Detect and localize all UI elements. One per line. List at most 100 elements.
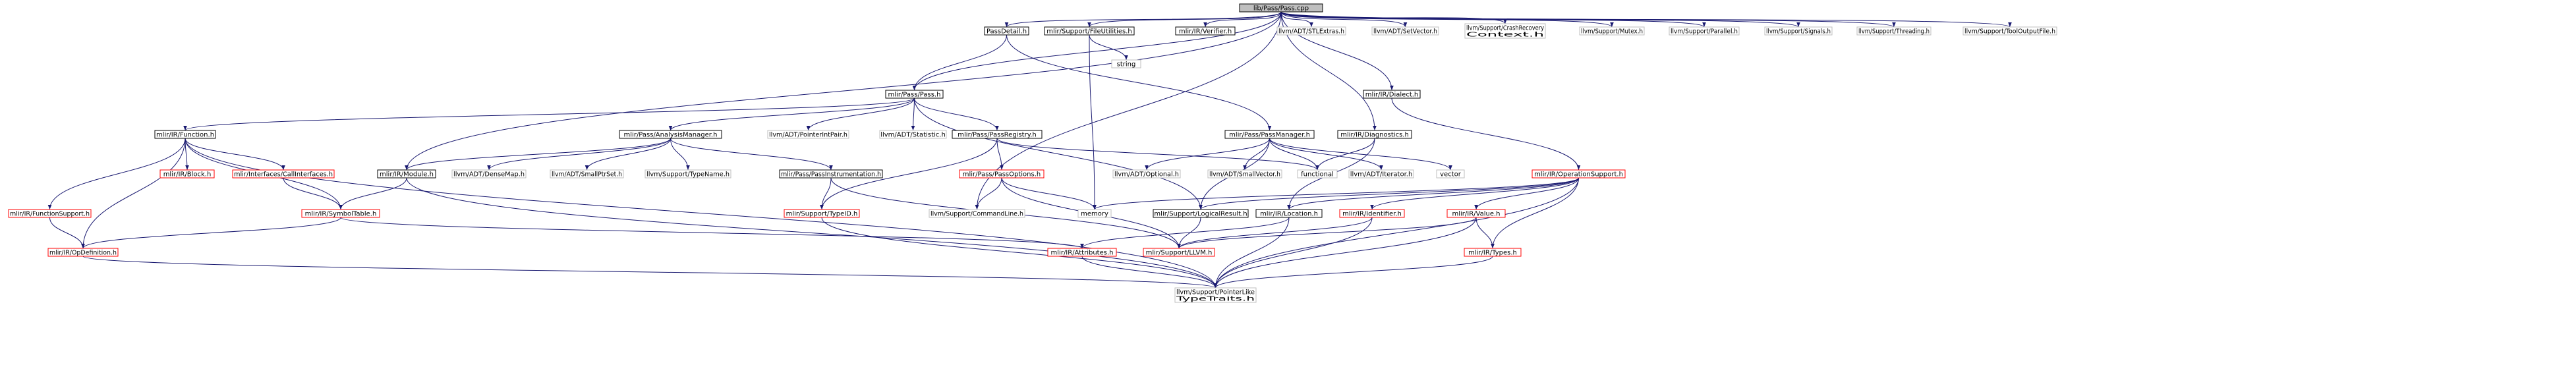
edge-module-to-symboltable — [339, 177, 407, 210]
node-box — [1175, 26, 1236, 36]
node-types[interactable]: mlir/IR/Types.h — [1464, 248, 1522, 257]
node-stlextras[interactable]: llvm/ADT/STLExtras.h — [1276, 26, 1346, 36]
edge-passmanager-to-optional — [1145, 138, 1270, 171]
node-box — [1297, 169, 1338, 179]
node-passregistry[interactable]: mlir/Pass/PassRegistry.h — [952, 130, 1043, 139]
node-function[interactable]: mlir/IR/Function.h — [154, 130, 216, 139]
node-passdetail[interactable]: PassDetail.h — [984, 26, 1029, 36]
edge-location-to-pointerliketypetraits — [1213, 217, 1290, 289]
edge-function-to-opdefinition — [81, 138, 186, 249]
edge-analysismanager-to-typename — [670, 138, 690, 171]
edge-passregistry-to-passoptions — [996, 138, 1004, 171]
node-label: llvm/ADT/SmallVector.h — [1209, 171, 1280, 179]
edge-passmanager-to-iterator — [1269, 138, 1383, 171]
edge-operationsupport-to-logicalresult — [1199, 177, 1579, 210]
edge-value-to-types — [1475, 217, 1495, 249]
node-typename[interactable]: llvm/Support/TypeName.h — [644, 169, 731, 179]
node-box — [47, 248, 119, 257]
node-logicalresult[interactable]: mlir/Support/LogicalResult.h — [1153, 209, 1249, 218]
node-dialect[interactable]: mlir/IR/Dialect.h — [1363, 90, 1421, 99]
node-passinstrumentation[interactable]: mlir/Pass/PassInstrumentation.h — [779, 169, 883, 179]
node-densemap[interactable]: llvm/ADT/DenseMap.h — [451, 169, 527, 179]
node-label: llvm/Support/TypeName.h — [646, 171, 730, 179]
node-diagnostics[interactable]: mlir/IR/Diagnostics.h — [1337, 130, 1412, 139]
node-module[interactable]: mlir/IR/Module.h — [377, 169, 436, 179]
node-symboltable[interactable]: mlir/IR/SymbolTable.h — [301, 209, 380, 218]
node-smallptrset[interactable]: llvm/ADT/SmallPtrSet.h — [550, 169, 624, 179]
edge-passh-to-passregistry — [914, 97, 999, 131]
node-passmanager[interactable]: mlir/Pass/PassManager.h — [1224, 130, 1315, 139]
node-attributes[interactable]: mlir/IR/Attributes.h — [1047, 248, 1117, 257]
node-label: mlir/Pass/PassOptions.h — [963, 171, 1041, 179]
node-iterator[interactable]: llvm/ADT/Iterator.h — [1348, 169, 1414, 179]
edge-symboltable-to-attributes — [340, 217, 1084, 249]
edge-attributes-to-pointerliketypetraits — [1081, 256, 1218, 289]
node-supportllvm[interactable]: mlir/Support/LLVM.h — [1143, 248, 1215, 257]
node-commandline[interactable]: llvm/Support/CommandLine.h — [929, 209, 1025, 218]
edge-symboltable-to-opdefinition — [81, 217, 341, 249]
node-label: mlir/IR/SymbolTable.h — [305, 211, 377, 218]
node-label: llvm/ADT/PointerIntPair.h — [769, 132, 847, 139]
edge-analysismanager-to-passinstrumentation — [670, 138, 833, 171]
node-analysismanager[interactable]: mlir/Pass/AnalysisManager.h — [619, 130, 722, 139]
edge-value-to-pointerliketypetraits — [1213, 217, 1477, 289]
node-smallvector[interactable]: llvm/ADT/SmallVector.h — [1207, 169, 1282, 179]
node-box — [779, 169, 883, 179]
edge-root-to-dialect — [1280, 11, 1394, 91]
node-box — [1348, 169, 1414, 179]
node-functional[interactable]: functional — [1297, 169, 1338, 179]
node-box — [451, 169, 527, 179]
edge-passh-to-function — [183, 97, 915, 131]
node-label: llvm/Support/Parallel.h — [1671, 28, 1738, 36]
node-root[interactable]: lib/Pass/Pass.cpp — [1239, 3, 1323, 13]
edge-value-to-supportllvm — [1177, 217, 1477, 249]
edge-root-to-tooloutputfile — [1280, 11, 2012, 28]
node-setvector[interactable]: llvm/ADT/SetVector.h — [1371, 26, 1439, 36]
node-memory[interactable]: memory — [1077, 209, 1112, 218]
node-callinterfaces[interactable]: mlir/Interfaces/CallInterfaces.h — [232, 169, 335, 179]
node-passh[interactable]: mlir/Pass/Pass.h — [885, 90, 944, 99]
node-verifier[interactable]: mlir/IR/Verifier.h — [1175, 26, 1236, 36]
node-box — [984, 26, 1029, 36]
node-statistic[interactable]: llvm/ADT/Statistic.h — [879, 130, 947, 139]
node-location[interactable]: mlir/IR/Location.h — [1255, 209, 1323, 218]
node-optional[interactable]: llvm/ADT/Optional.h — [1112, 169, 1181, 179]
edge-root-to-module — [405, 11, 1282, 171]
node-tooloutputfile[interactable]: llvm/Support/ToolOutputFile.h — [1962, 26, 2057, 36]
node-fileutilities[interactable]: mlir/Support/FileUtilities.h — [1044, 26, 1135, 36]
edge-operationsupport-to-location — [1287, 177, 1579, 210]
node-opdefinition[interactable]: mlir/IR/OpDefinition.h — [47, 248, 119, 257]
edge-passh-to-pointerintpair — [806, 97, 915, 131]
node-mutex[interactable]: llvm/Support/Mutex.h — [1579, 26, 1645, 36]
node-box — [1153, 209, 1249, 218]
edge-root-to-passdetail — [1004, 11, 1282, 28]
node-operationsupport[interactable]: mlir/IR/OperationSupport.h — [1531, 169, 1626, 179]
node-box — [8, 209, 92, 218]
node-vector[interactable]: vector — [1436, 169, 1465, 179]
node-block[interactable]: mlir/IR/Block.h — [159, 169, 215, 179]
node-functionsupport[interactable]: mlir/IR/FunctionSupport.h — [8, 209, 92, 218]
node-box — [879, 130, 947, 139]
node-label: mlir/Pass/PassManager.h — [1229, 132, 1310, 139]
node-passoptions[interactable]: mlir/Pass/PassOptions.h — [959, 169, 1045, 179]
node-label: llvm/Support/CommandLine.h — [930, 211, 1023, 218]
node-label: mlir/Support/LogicalResult.h — [1154, 211, 1247, 218]
edge-function-to-pointerliketypetraits — [185, 138, 1218, 289]
node-pointerintpair[interactable]: llvm/ADT/PointerIntPair.h — [767, 130, 849, 139]
node-threading[interactable]: llvm/Support/Threading.h — [1856, 26, 1932, 36]
node-typeid[interactable]: mlir/Support/TypeID.h — [784, 209, 860, 218]
edge-callinterfaces-to-symboltable — [283, 177, 343, 210]
node-signals[interactable]: llvm/Support/Signals.h — [1764, 26, 1833, 36]
node-identifier[interactable]: mlir/IR/Identifier.h — [1339, 209, 1405, 218]
node-label: llvm/Support/Signals.h — [1766, 28, 1831, 36]
node-box — [1464, 248, 1522, 257]
node-box — [1764, 26, 1833, 36]
node-string[interactable]: string — [1111, 59, 1141, 69]
node-parallel[interactable]: llvm/Support/Parallel.h — [1669, 26, 1740, 36]
node-label: mlir/IR/OpDefinition.h — [49, 250, 117, 257]
node-label: mlir/Pass/PassInstrumentation.h — [781, 171, 881, 179]
node-value[interactable]: mlir/IR/Value.h — [1446, 209, 1506, 218]
